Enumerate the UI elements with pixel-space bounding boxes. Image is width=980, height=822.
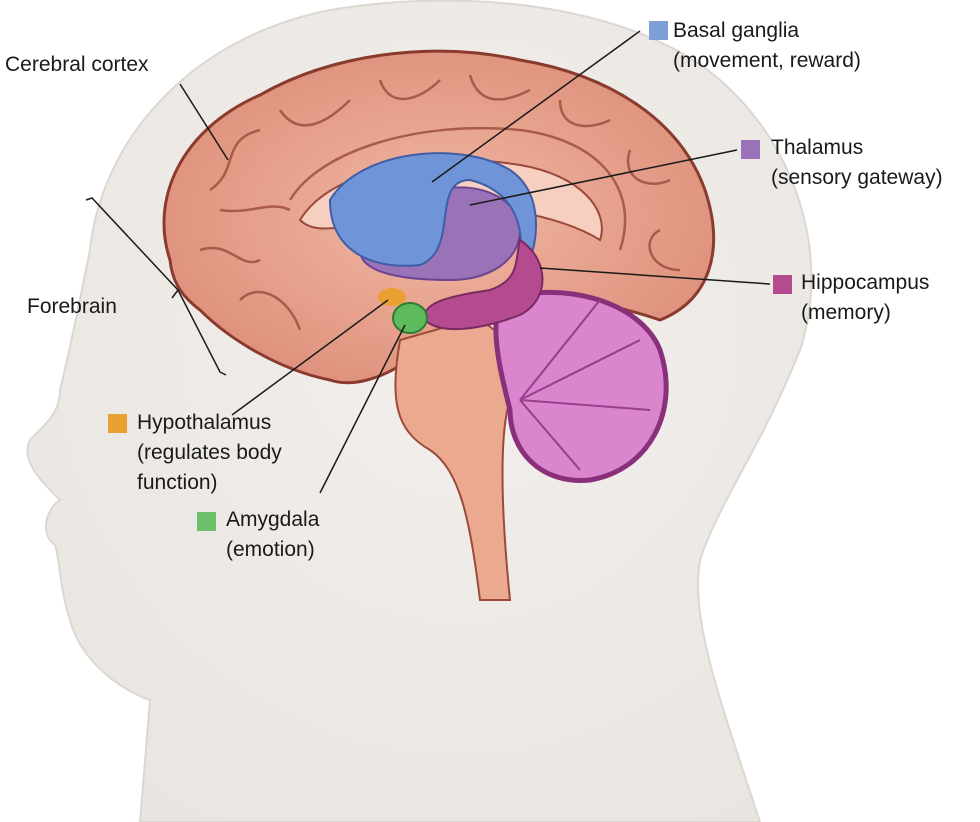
leader-basal [431,30,641,183]
label-cerebral-cortex: Cerebral cortex [5,53,149,76]
basal-ganglia [328,152,537,267]
label-hippocampus: Hippocampus (memory) [801,268,929,328]
label-thalamus: Thalamus (sensory gateway) [771,133,943,193]
basal-ganglia-swatch [649,21,668,40]
leader-hippocampus [539,267,771,285]
label-name: Hippocampus [801,271,930,294]
leader-hypothalamus [231,299,389,416]
label-forebrain: Forebrain [27,295,117,318]
label-name: Basal ganglia [673,19,800,42]
forebrain-bracket [85,197,227,376]
label-desc: (sensory gateway) [771,166,943,189]
amygdala-swatch [197,512,216,531]
thalamus-swatch [741,140,760,159]
leader-amygdala [319,324,406,494]
label-desc: function) [137,471,218,494]
label-desc: (memory) [801,301,891,324]
leader-thalamus [469,149,738,206]
amygdala [392,302,428,334]
label-amygdala: Amygdala (emotion) [226,505,319,565]
leader-cortex [179,83,229,161]
label-basal-ganglia: Basal ganglia (movement, reward) [673,16,861,76]
hypothalamus [378,288,406,306]
label-hypothalamus: Hypothalamus (regulates body function) [137,408,282,498]
label-desc: (emotion) [226,538,315,561]
label-desc: (regulates body [137,441,282,464]
hypothalamus-swatch [108,414,127,433]
hippocampus-swatch [773,275,792,294]
cerebellum [493,289,669,483]
label-name: Amygdala [226,508,320,531]
label-name: Thalamus [771,136,864,159]
label-name: Hypothalamus [137,411,272,434]
label-desc: (movement, reward) [673,49,861,72]
